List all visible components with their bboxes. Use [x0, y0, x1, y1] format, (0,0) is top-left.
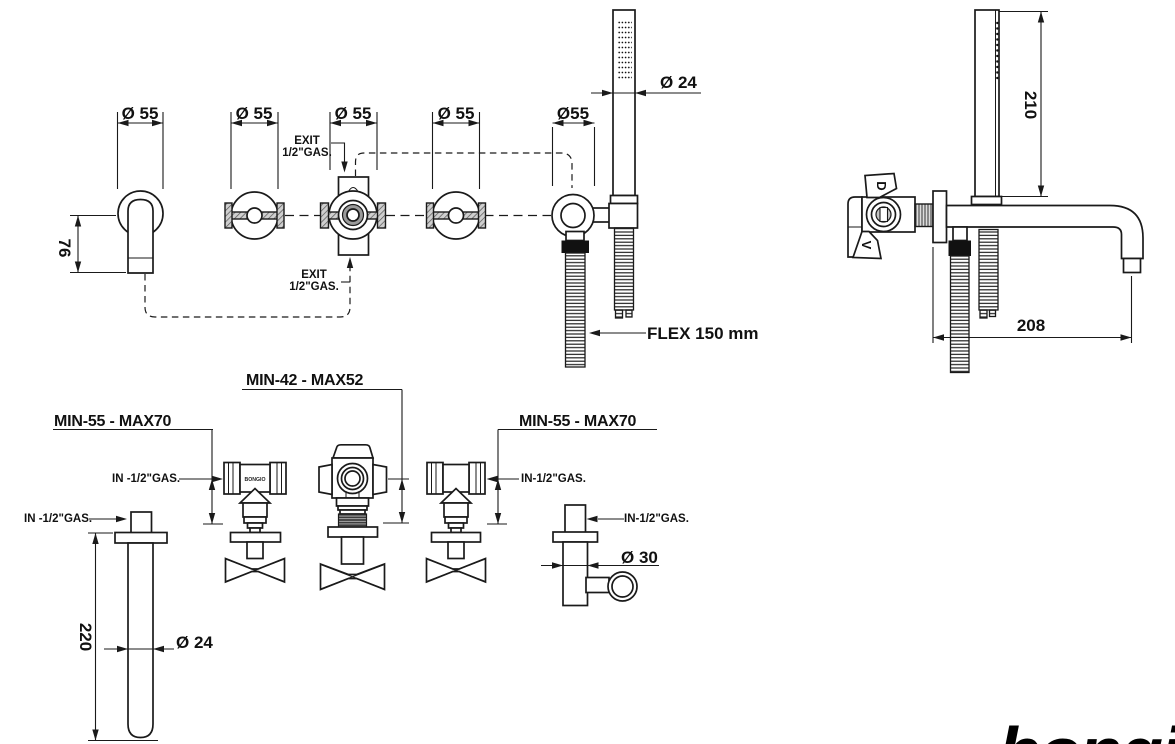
wall-flange [932, 190, 948, 244]
threaded-nipple [914, 203, 934, 228]
label-dia55-diverter: Ø 55 [334, 104, 372, 123]
hidden-pipe-route-bottom [144, 257, 354, 318]
diverter-install [318, 443, 388, 591]
flex-hose-long [564, 252, 586, 368]
label-in-left-valve: IN -1/2"GAS. [112, 473, 181, 485]
label-flex: FLEX 150 mm [647, 324, 759, 343]
hidden-pipe-route-top [354, 152, 573, 188]
dim-210 [999, 10, 1048, 198]
side-view [847, 9, 1144, 374]
label-dia24-handshower: Ø 24 [660, 73, 697, 92]
dim-dia55-holder [551, 119, 596, 186]
diverter-tab-d [864, 172, 898, 199]
label-208: 208 [1016, 316, 1046, 335]
brand-logo: bongio [998, 712, 1175, 744]
flex-leader [589, 329, 646, 337]
leader-in-left-valve [179, 475, 223, 483]
leader-in-holder [586, 515, 624, 523]
label-dia30: Ø 30 [621, 548, 658, 567]
dim-dia55-handle-right [431, 112, 481, 189]
dim-220 [88, 532, 158, 742]
dim-dia55-handle-left [230, 112, 279, 189]
spray-face-dots [617, 21, 632, 81]
dim-dia55-spout [116, 112, 164, 189]
label-min42-max52: MIN-42 - MAX52 [246, 372, 364, 389]
label-in-right-valve: IN-1/2"GAS. [521, 473, 586, 485]
hoses-side [948, 226, 999, 374]
label-exit-bottom: EXIT 1/2"GAS. [289, 269, 339, 294]
wall-spout-front [117, 190, 164, 274]
label-dia55-spout: Ø 55 [121, 104, 159, 123]
label-marker-v: V [858, 240, 874, 250]
label-marker-d: D [873, 181, 889, 191]
label-220: 220 [75, 622, 95, 652]
label-210: 210 [1020, 90, 1040, 120]
spout-install [114, 511, 168, 739]
handshower-side [970, 9, 1003, 206]
exit-top-leader [331, 142, 348, 173]
valve-right-install [425, 461, 487, 584]
label-in-spout: IN -1/2"GAS. [24, 513, 93, 525]
label-min55-max70-right: MIN-55 - MAX70 [519, 413, 637, 430]
dim-depth-center [242, 388, 409, 524]
label-dia55-holder: Ø55 [556, 104, 590, 123]
label-exit-top: EXIT 1/2"GAS. [282, 135, 332, 160]
label-76: 76 [54, 238, 74, 258]
installation-view: BONGIO [53, 388, 659, 742]
handle-right-front [425, 191, 487, 240]
dim-208 [932, 247, 1133, 343]
dim-dia24-wand [591, 89, 701, 97]
dim-depth-right [487, 428, 657, 525]
label-dia24-spout: Ø 24 [176, 633, 213, 652]
leader-in-right-valve [486, 475, 519, 483]
diverter-front [319, 176, 387, 256]
valve-left-install: BONGIO [223, 461, 287, 584]
valve-tab-v [851, 230, 883, 260]
label-min55-max70-left: MIN-55 - MAX70 [54, 413, 172, 430]
label-dia55-handle-right: Ø 55 [437, 104, 475, 123]
dim-76 [70, 214, 126, 274]
handle-left-front [224, 191, 285, 240]
label-in-holder: IN-1/2"GAS. [624, 513, 689, 525]
leader-in-spout [89, 515, 127, 523]
front-view [70, 9, 701, 368]
valve-body-side [847, 172, 948, 260]
dim-dia55-diverter [329, 112, 378, 170]
hose-nut [561, 240, 589, 253]
dim-dia24-spout [104, 645, 174, 653]
flex-hose-wand [613, 227, 635, 311]
handshower-front [551, 9, 639, 368]
valve-engraving: BONGIO [244, 477, 265, 483]
dim-dia30 [541, 562, 659, 569]
holder-install [552, 504, 638, 607]
label-dia55-handle-left: Ø 55 [235, 104, 273, 123]
spout-side [945, 204, 1144, 274]
